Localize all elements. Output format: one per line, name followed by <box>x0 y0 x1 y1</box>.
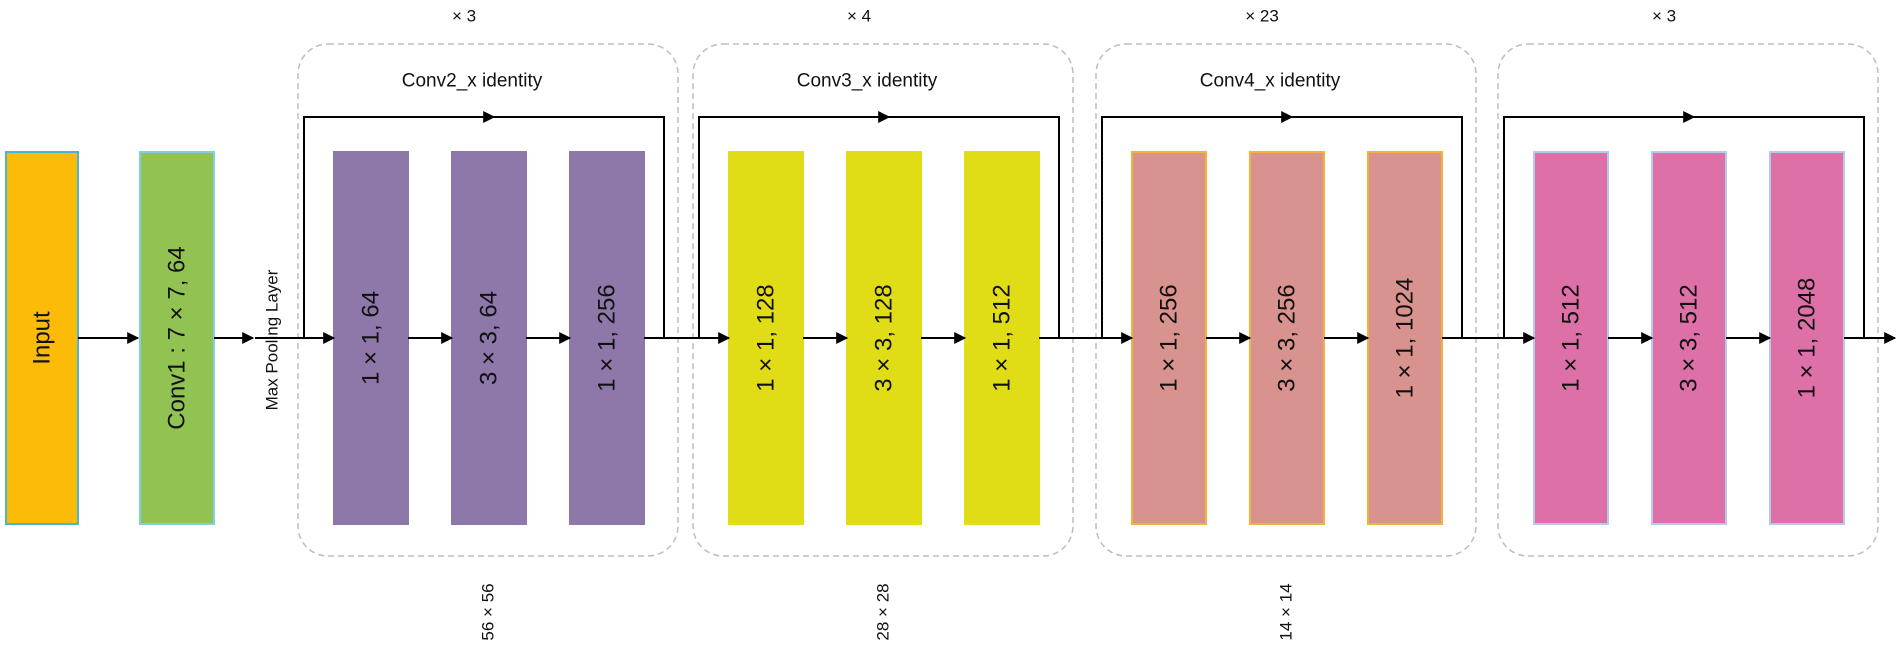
stage-3-size-label: 14 × 14 <box>1277 583 1296 640</box>
stages-layer: × 3 Conv2_x identity 1 × 1, 64 3 × 3, 64 1 ×… <box>255 7 1897 641</box>
stage-3-block-1-label: 1 × 1, 256 <box>1156 284 1183 391</box>
stage-1-block-3-label: 1 × 1, 256 <box>594 284 621 391</box>
stage-4-block-2-label: 3 × 3, 512 <box>1676 284 1703 391</box>
stage-4-block-1-label: 1 × 1, 512 <box>1558 284 1585 391</box>
stage-2-block-2-label: 3 × 3, 128 <box>871 284 898 391</box>
stage-3-block-1 <box>1131 151 1207 525</box>
stage-2-container <box>692 43 1074 557</box>
stage-1-size-label: 56 × 56 <box>479 583 498 640</box>
stage-2-repeat-label: × 4 <box>847 7 871 26</box>
stage-2-block-3 <box>964 151 1040 525</box>
input-block <box>5 151 79 525</box>
conv1-block <box>139 151 215 525</box>
stage-4-block-3-label: 1 × 1, 2048 <box>1794 278 1821 399</box>
stage-2-block-3-label: 1 × 1, 512 <box>989 284 1016 391</box>
stage-1-title: Conv2_x identity <box>402 71 543 92</box>
stage-1-block-1 <box>333 151 409 525</box>
stage-3-block-3-label: 1 × 1, 1024 <box>1392 278 1419 399</box>
stage-4-block-2 <box>1651 151 1727 525</box>
stage-1-repeat-label: × 3 <box>452 7 476 26</box>
input-label: Input <box>29 311 56 365</box>
max-pooling-label: Max Pooling Layer <box>263 269 282 410</box>
stage-3-repeat-label: × 23 <box>1245 7 1279 26</box>
stage-3-container <box>1095 43 1477 557</box>
stage-1-block-2 <box>451 151 527 525</box>
stage-4-repeat-label: × 3 <box>1652 7 1676 26</box>
stage-3-block-2 <box>1249 151 1325 525</box>
stage-4-block-1 <box>1533 151 1609 525</box>
stage-1-block-2-label: 3 × 3, 64 <box>476 291 503 385</box>
stage-2-block-1 <box>728 151 804 525</box>
stage-2-title: Conv3_x identity <box>797 71 938 92</box>
stage-3-block-3 <box>1367 151 1443 525</box>
stage-4-block-3 <box>1769 151 1845 525</box>
stage-2-block-1-label: 1 × 1, 128 <box>753 284 780 391</box>
stage-4-container <box>1497 43 1879 557</box>
stage-3-block-2-label: 3 × 3, 256 <box>1274 284 1301 391</box>
stage-1-block-1-label: 1 × 1, 64 <box>358 291 385 385</box>
conv1-label: Conv1 : 7 × 7, 64 <box>164 246 191 429</box>
stage-1-container <box>297 43 679 557</box>
stage-2-size-label: 28 × 28 <box>874 583 893 640</box>
stage-3-title: Conv4_x identity <box>1200 71 1341 92</box>
